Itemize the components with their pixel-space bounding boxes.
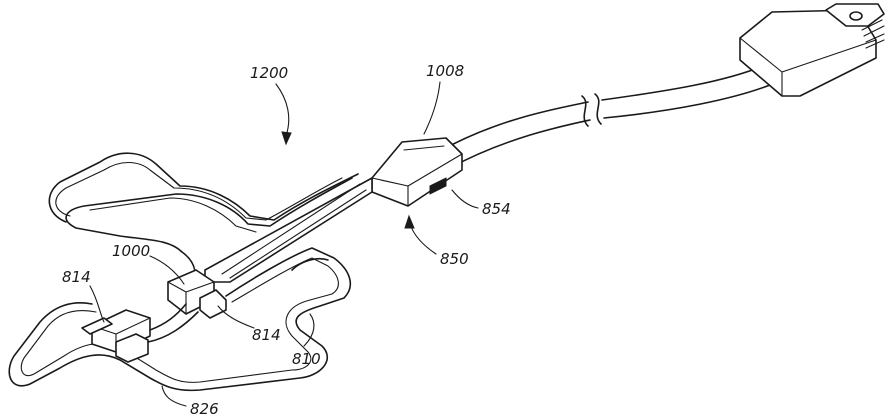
clip-assembly xyxy=(82,304,198,362)
label-810: 810 xyxy=(292,350,321,368)
label-1000: 1000 xyxy=(112,242,150,260)
cable xyxy=(442,62,782,168)
label-814-right: 814 xyxy=(252,326,281,344)
label-850: 850 xyxy=(440,250,469,268)
lower-pad xyxy=(9,248,350,390)
label-814-left: 814 xyxy=(62,268,91,286)
connector-housing xyxy=(372,138,462,206)
label-854: 854 xyxy=(482,200,511,218)
end-plug xyxy=(740,4,884,96)
label-1008: 1008 xyxy=(426,62,464,80)
flex-strip xyxy=(205,178,372,282)
label-826: 826 xyxy=(190,400,219,418)
label-1200: 1200 xyxy=(250,64,288,82)
